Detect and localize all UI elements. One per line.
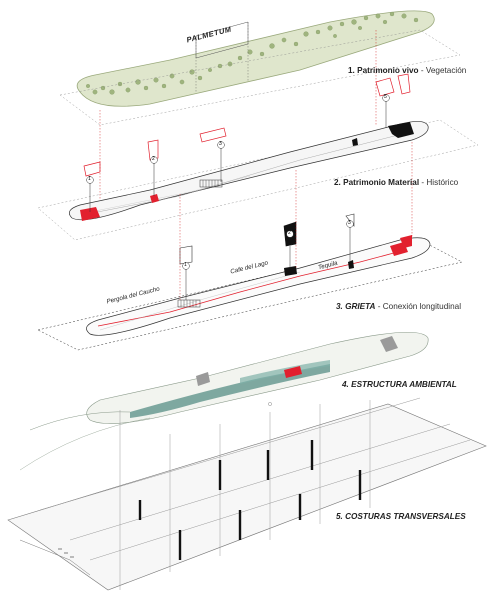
layer-label-4: 4. ESTRUCTURA AMBIENTAL: [342, 380, 457, 389]
heritage-red-1: [80, 207, 100, 221]
layer-2-heritage: [37, 30, 479, 241]
layer-2-number: 2.: [334, 178, 341, 187]
marker-circle: [286, 230, 294, 238]
heritage-black-building: [388, 122, 414, 138]
vegetation-strip: [76, 10, 435, 107]
layer-label-5: 5. COSTURAS TRANSVERSALES: [336, 512, 466, 521]
layer-1-separator: -: [418, 66, 426, 75]
marker-number-1: 1: [88, 176, 91, 182]
heritage-hatch: [199, 179, 223, 188]
grieta-marker-number-2: 2: [288, 230, 291, 236]
layer-1-subtitle: Vegetación: [425, 66, 467, 75]
layer-1-boundary: [59, 29, 461, 126]
marker-circle: [182, 262, 190, 270]
costuras-seams: [138, 440, 362, 560]
grieta-red-line: [97, 249, 406, 327]
ambiental-teal-band: [130, 364, 330, 418]
heritage-red-2: [150, 194, 159, 203]
layer-3-title: GRIETA: [345, 302, 376, 311]
layer-1-vegetation: [59, 10, 461, 126]
layer-1-number: 1.: [348, 66, 355, 75]
marker-number-2: 2: [152, 156, 155, 162]
grieta-marker-number-1: 1: [184, 262, 187, 268]
grieta-strip: [86, 237, 431, 336]
costuras-grid: [39, 397, 471, 590]
layer-label-3: 3. GRIETA - Conexión longitudinal: [336, 302, 461, 311]
marker-number-3: 3: [219, 141, 222, 147]
marker-circle: [382, 94, 390, 102]
layer-5-title: COSTURAS TRANSVERSALES: [345, 512, 466, 521]
grieta-marker-number-3: 3: [348, 220, 351, 226]
marker-circle: [346, 220, 354, 228]
layer-4-number: 4.: [342, 380, 349, 389]
layer-5-costuras: [7, 397, 487, 591]
costuras-dots: [58, 548, 74, 558]
layer-4-title: ESTRUCTURA AMBIENTAL: [351, 380, 457, 389]
layer-4-ambiental: [19, 331, 429, 471]
layer-label-1: 1. Patrimonio vivo - Vegetación: [348, 66, 466, 75]
layer-2-separator: -: [419, 178, 427, 187]
layer-3-separator: -: [375, 302, 383, 311]
marker-circle: [217, 141, 225, 149]
layer-2-title: Patrimonio Material: [343, 178, 420, 187]
marker-circle: [86, 176, 94, 184]
heritage-strip: [69, 121, 429, 221]
heritage-markers: [86, 94, 390, 184]
layer-2-boundary: [37, 119, 479, 241]
grieta-block-1: [179, 245, 193, 265]
marker-number-5: 5: [384, 94, 387, 100]
layer-5-number: 5.: [336, 512, 343, 521]
costuras-base: [7, 403, 487, 591]
layer-label-2: 2. Patrimonio Material - Histórico: [334, 178, 458, 187]
layer-1-title: Patrimonio vivo: [357, 66, 419, 75]
layer-2-subtitle: Histórico: [426, 178, 459, 187]
grieta-markers: [182, 220, 354, 270]
layer-3-subtitle: Conexión longitudinal: [382, 302, 462, 311]
layer-3-number: 3.: [336, 302, 343, 311]
layer-3-grieta: [37, 142, 463, 351]
marker-circle: [150, 156, 158, 164]
